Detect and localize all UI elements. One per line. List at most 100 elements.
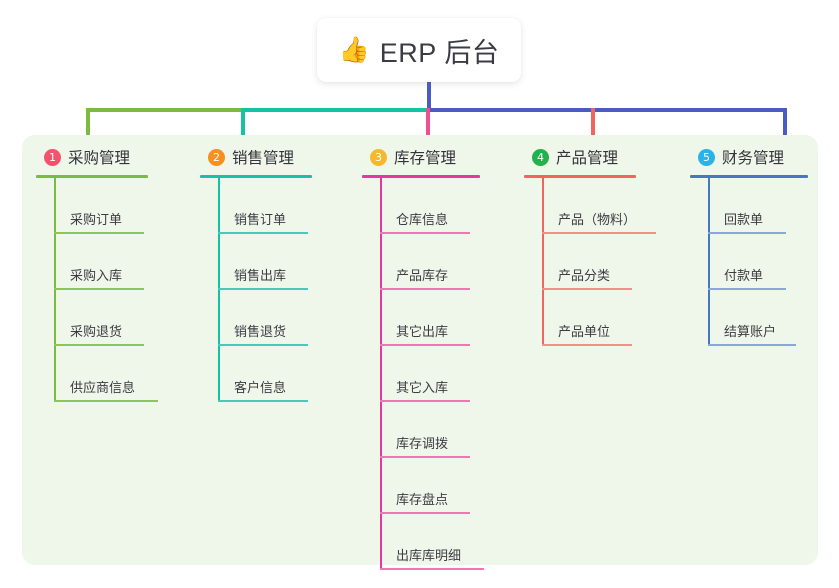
leaf-node-rule — [380, 232, 470, 234]
branch-header-2[interactable]: 2 销售管理 — [200, 144, 350, 170]
leaf-node[interactable]: 仓库信息 — [362, 178, 512, 234]
leaf-node-rule — [54, 232, 144, 234]
leaf-node-rule — [708, 344, 796, 346]
leaf-node-rule — [380, 456, 470, 458]
leaf-node-label: 库存盘点 — [396, 492, 449, 507]
branch-items: 产品（物料） 产品分类产品单位 — [524, 178, 674, 346]
leaf-node-rule — [380, 288, 470, 290]
leaf-node-rule — [708, 288, 786, 290]
number-badge-icon: 4 — [532, 148, 549, 166]
leaf-node-rule — [218, 344, 308, 346]
branch-spine — [218, 178, 220, 402]
branch-items: 销售订单销售出库销售退货客户信息 — [200, 178, 350, 402]
leaf-node[interactable]: 销售退货 — [200, 290, 350, 346]
leaf-node-label: 采购订单 — [70, 212, 123, 227]
branch-header-rule — [200, 175, 312, 178]
leaf-node-rule — [54, 400, 158, 402]
leaf-node-rule — [54, 344, 144, 346]
leaf-node-label: 采购退货 — [70, 324, 123, 339]
leaf-node[interactable]: 其它出库 — [362, 290, 512, 346]
number-badge-icon: 1 — [44, 148, 61, 166]
branch-column-4: 4 产品管理产品（物料） 产品分类产品单位 — [524, 144, 674, 346]
leaf-node-rule — [218, 288, 308, 290]
leaf-node-label: 销售退货 — [234, 324, 287, 339]
number-badge-icon: 5 — [698, 148, 715, 166]
branch-items: 回款单付款单结算账户 — [690, 178, 839, 346]
leaf-node-label: 其它入库 — [396, 380, 449, 395]
leaf-node-label: 销售出库 — [234, 268, 287, 283]
leaf-node-label: 产品库存 — [396, 268, 449, 283]
leaf-node[interactable]: 产品分类 — [524, 234, 674, 290]
leaf-node-rule — [542, 288, 632, 290]
leaf-node[interactable]: 销售出库 — [200, 234, 350, 290]
leaf-node-rule — [54, 288, 144, 290]
leaf-node[interactable]: 产品库存 — [362, 234, 512, 290]
branch-title: 库存管理 — [394, 150, 457, 167]
branch-title: 财务管理 — [722, 150, 785, 167]
leaf-node-rule — [542, 232, 656, 234]
branch-title: 销售管理 — [232, 150, 295, 167]
branch-spine — [542, 178, 544, 346]
thumbs-up-icon: 👍 — [338, 35, 370, 64]
connector-trunk — [427, 82, 431, 112]
branch-title: 采购管理 — [68, 150, 131, 167]
leaf-node[interactable]: 客户信息 — [200, 346, 350, 402]
leaf-node-rule — [218, 232, 308, 234]
leaf-node[interactable]: 产品（物料） — [524, 178, 674, 234]
leaf-node-label: 销售订单 — [234, 212, 287, 227]
branch-header-3[interactable]: 3 库存管理 — [362, 144, 512, 170]
branch-header-5[interactable]: 5 财务管理 — [690, 144, 839, 170]
leaf-node-rule — [380, 344, 470, 346]
branch-column-1: 1 采购管理采购订单采购入库采购退货供应商信息 — [36, 144, 186, 402]
leaf-node-label: 出库库明细 — [396, 548, 462, 563]
connector-drop-3 — [426, 108, 430, 154]
leaf-node[interactable]: 采购订单 — [36, 178, 186, 234]
leaf-node-rule — [708, 232, 786, 234]
leaf-node-rule — [218, 400, 308, 402]
branch-spine — [708, 178, 710, 346]
leaf-node-rule — [380, 400, 470, 402]
leaf-node[interactable]: 库存调拨 — [362, 402, 512, 458]
leaf-node-label: 产品分类 — [558, 268, 611, 283]
leaf-node[interactable]: 结算账户 — [690, 290, 839, 346]
branch-header-rule — [36, 175, 148, 178]
leaf-node-label: 客户信息 — [234, 380, 287, 395]
branch-column-2: 2 销售管理销售订单销售出库销售退货客户信息 — [200, 144, 350, 402]
leaf-node-label: 供应商信息 — [70, 380, 136, 395]
leaf-node[interactable]: 其它入库 — [362, 346, 512, 402]
leaf-node-label: 其它出库 — [396, 324, 449, 339]
branch-spine — [54, 178, 56, 402]
connector-drop-1 — [86, 108, 90, 154]
leaf-node-rule — [380, 512, 470, 514]
branch-header-1[interactable]: 1 采购管理 — [36, 144, 186, 170]
leaf-node[interactable]: 出库库明细 — [362, 514, 512, 570]
root-node-card[interactable]: 👍 ERP 后台 — [317, 18, 521, 82]
leaf-node-label: 库存调拨 — [396, 436, 449, 451]
number-badge-icon: 3 — [370, 148, 387, 166]
leaf-node-label: 产品单位 — [558, 324, 611, 339]
branch-header-rule — [524, 175, 636, 178]
leaf-node[interactable]: 供应商信息 — [36, 346, 186, 402]
connector-bus-teal — [244, 108, 427, 112]
branch-items: 仓库信息产品库存其它出库其它入库库存调拨库存盘点出库库明细 — [362, 178, 512, 570]
connector-bus-green — [86, 108, 244, 112]
branch-header-rule — [362, 175, 480, 178]
branch-column-3: 3 库存管理仓库信息产品库存其它出库其它入库库存调拨库存盘点出库库明细 — [362, 144, 512, 570]
leaf-node[interactable]: 库存盘点 — [362, 458, 512, 514]
leaf-node[interactable]: 付款单 — [690, 234, 839, 290]
leaf-node[interactable]: 采购退货 — [36, 290, 186, 346]
branch-title: 产品管理 — [556, 150, 619, 167]
branch-header-4[interactable]: 4 产品管理 — [524, 144, 674, 170]
leaf-node[interactable]: 产品单位 — [524, 290, 674, 346]
leaf-node[interactable]: 回款单 — [690, 178, 839, 234]
number-badge-icon: 2 — [208, 148, 225, 166]
leaf-node-label: 仓库信息 — [396, 212, 449, 227]
connector-drop-5 — [783, 108, 787, 154]
connector-drop-2 — [241, 108, 245, 154]
connector-bus-blue — [427, 108, 787, 112]
leaf-node-rule — [380, 568, 484, 570]
branch-items: 采购订单采购入库采购退货供应商信息 — [36, 178, 186, 402]
leaf-node-label: 结算账户 — [724, 324, 777, 339]
leaf-node[interactable]: 销售订单 — [200, 178, 350, 234]
leaf-node[interactable]: 采购入库 — [36, 234, 186, 290]
